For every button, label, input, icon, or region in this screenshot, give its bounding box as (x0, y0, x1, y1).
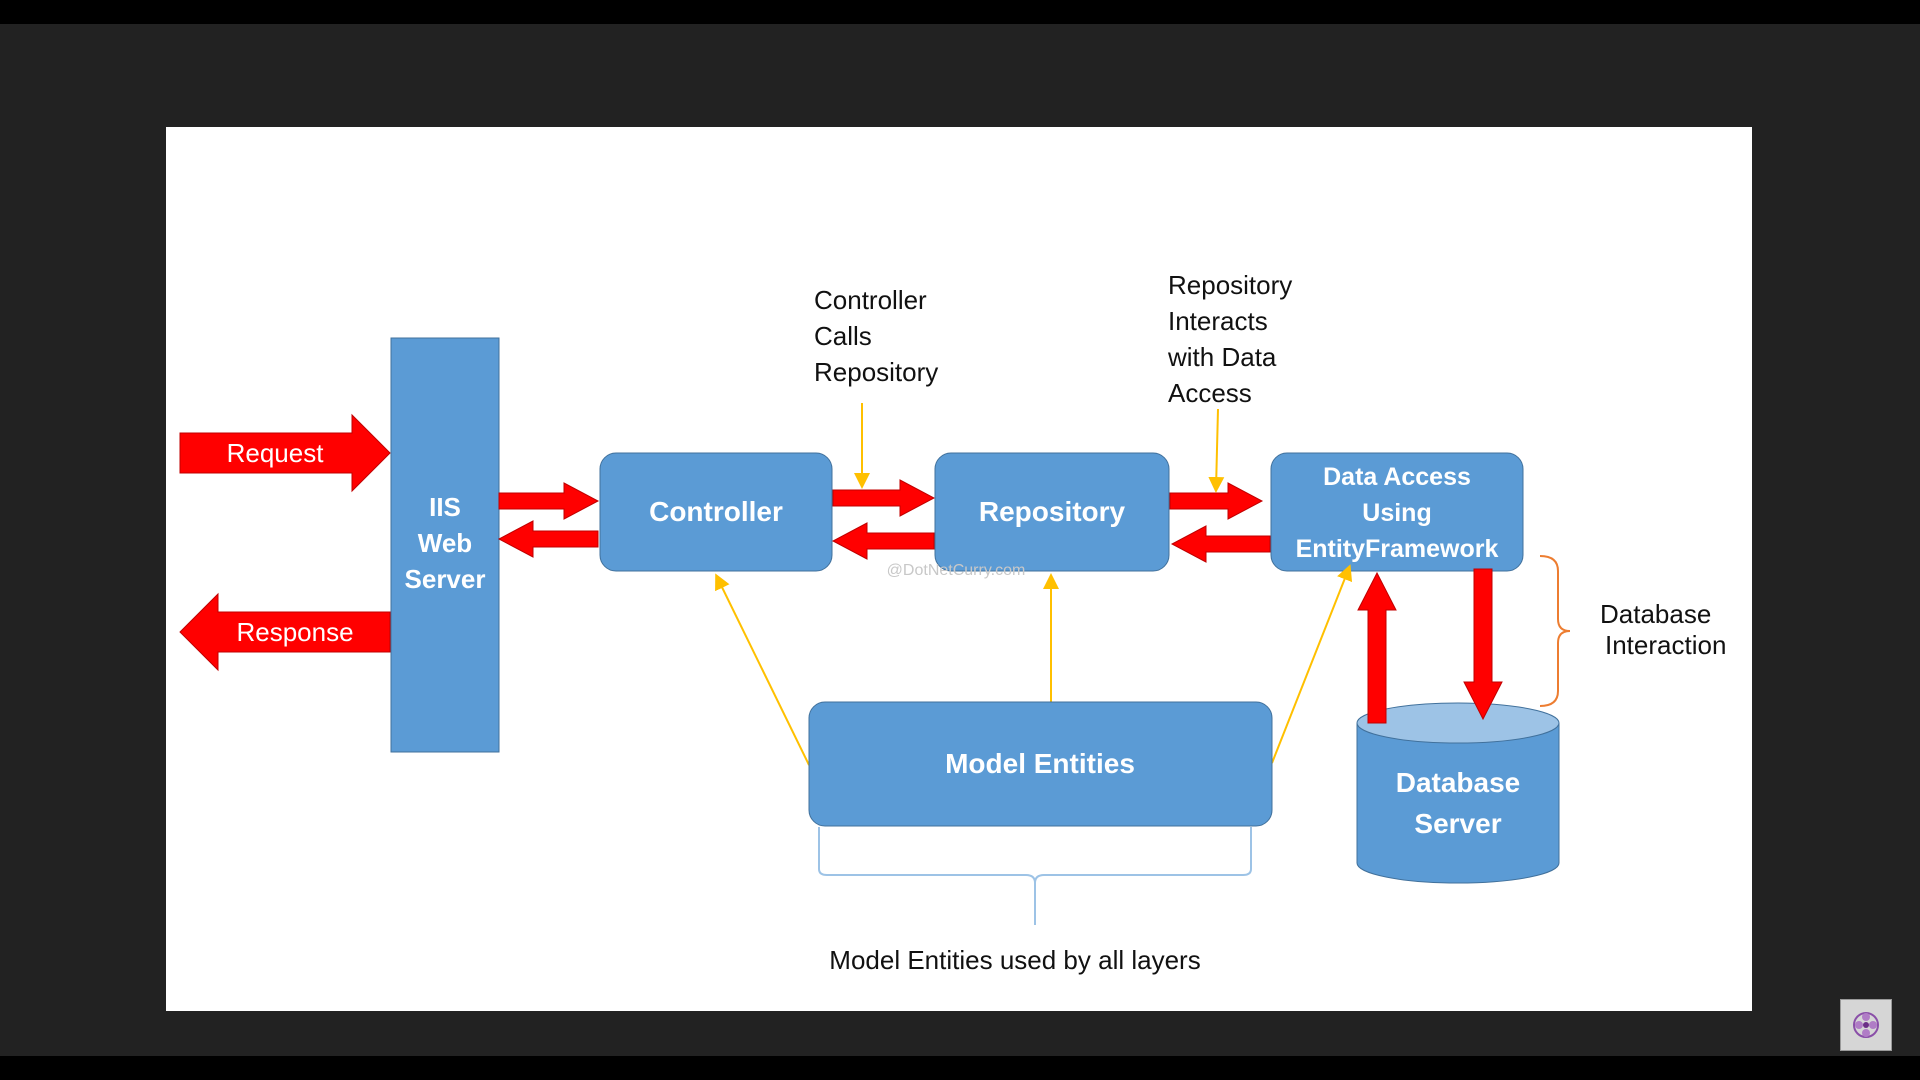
architecture-diagram: Request Response IIS Web Server Controll… (179, 270, 1726, 975)
request-label: Request (227, 438, 325, 468)
iis-line1: IIS (429, 492, 461, 522)
model-entities-label: Model Entities (945, 748, 1135, 779)
watermark: @DotNetCurry.com (887, 562, 1026, 579)
model-to-controller-connector (715, 573, 810, 766)
flower-logo-icon (1853, 1012, 1879, 1038)
slide-canvas: Request Response IIS Web Server Controll… (166, 127, 1752, 1011)
data-access-line2: Using (1362, 499, 1431, 527)
data-access-line3: EntityFramework (1296, 535, 1499, 563)
note-repository-line3: with Data (1167, 342, 1277, 372)
note-database-line2: Interaction (1605, 630, 1726, 660)
iis-line2: Web (418, 528, 472, 558)
response-label: Response (236, 617, 353, 647)
controller-box: Controller (599, 452, 833, 572)
iis-line3: Server (405, 564, 486, 594)
channel-logo (1840, 999, 1892, 1051)
bottom-letterbox-bar (0, 1056, 1920, 1080)
model-to-data-access-connector (1271, 564, 1353, 764)
controller-to-repository-arrow (832, 479, 936, 517)
model-entities-brace (818, 827, 1252, 925)
repository-to-controller-arrow (831, 522, 935, 560)
note-model-entities: Model Entities used by all layers (829, 945, 1200, 975)
response-arrow: Response (179, 592, 391, 672)
note-database-line1: Database (1600, 599, 1711, 629)
database-server-line1: Database (1396, 767, 1521, 798)
repository-label: Repository (979, 496, 1126, 527)
controller-label: Controller (649, 496, 783, 527)
note-repository-line1: Repository (1168, 270, 1292, 300)
data-access-line1: Data Access (1323, 463, 1471, 491)
note-controller-line3: Repository (814, 357, 938, 387)
top-letterbox-bar (0, 0, 1920, 24)
repository-box: Repository (934, 452, 1170, 572)
data-access-to-repository-arrow (1170, 525, 1271, 563)
note-repository-line2: Interacts (1168, 306, 1268, 336)
note-controller-line2: Calls (814, 321, 872, 351)
repository-to-data-access-arrow (1169, 482, 1264, 520)
note-repository-interacts: Repository Interacts with Data Access (1167, 270, 1292, 493)
iis-to-controller-arrow (498, 482, 600, 520)
iis-web-server-box: IIS Web Server (390, 337, 500, 753)
note-controller-line1: Controller (814, 285, 927, 315)
request-arrow: Request (179, 413, 391, 493)
controller-to-iis-arrow (497, 520, 599, 558)
database-interaction-brace (1539, 555, 1571, 707)
data-access-box: Data Access Using EntityFramework (1270, 452, 1524, 572)
note-repository-line4: Access (1168, 378, 1252, 408)
database-server-cylinder: Database Server (1356, 702, 1560, 884)
note-controller-calls-repository: Controller Calls Repository (814, 285, 938, 489)
model-entities-box: Model Entities (808, 701, 1273, 827)
database-server-line2: Server (1414, 808, 1501, 839)
data-access-to-database-arrow (1463, 568, 1503, 721)
database-to-data-access-arrow (1357, 571, 1397, 724)
